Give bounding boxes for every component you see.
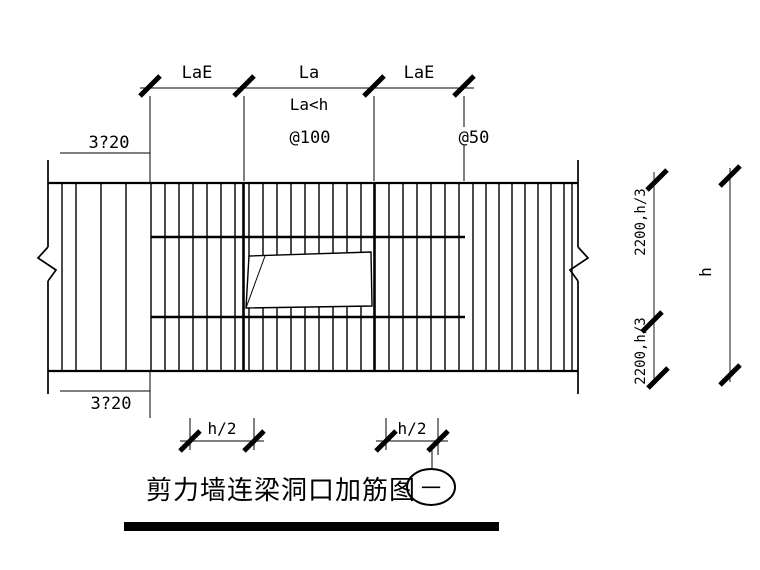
- dim-label-la-lt-h: La<h: [290, 95, 329, 114]
- dim-h2-left: [178, 418, 266, 453]
- title-underline-bar: [124, 522, 499, 531]
- break-symbol-right: [568, 246, 590, 282]
- bottom-rebar-label: 3?20: [91, 394, 132, 414]
- beam-outline: [48, 181, 578, 373]
- dim-label-lae-right: LaE: [404, 63, 435, 83]
- top-rebar-label: 3?20: [89, 133, 130, 153]
- break-symbol-left: [36, 246, 58, 282]
- opening: [245, 251, 373, 309]
- dim-label-h2-left: h/2: [208, 419, 237, 438]
- label-mask-50: [451, 127, 497, 145]
- opening-diagonal: [245, 255, 266, 309]
- right-dimension-lines: [640, 164, 742, 390]
- bottom-rebar-leader: [60, 371, 151, 418]
- spacing-label-50: @50: [459, 128, 490, 148]
- wall-edge-left: [36, 160, 58, 394]
- dim-label-lae-left: LaE: [182, 63, 213, 83]
- dim-label-height-h: h: [696, 267, 715, 277]
- top-dimension-ticks: [138, 74, 476, 98]
- dim-label-la: La: [299, 63, 319, 83]
- dim-label-h2-right: h/2: [398, 419, 427, 438]
- title-circle: [406, 468, 456, 506]
- opening-reinforcement: [151, 183, 465, 371]
- dim-h2-right: [374, 418, 450, 455]
- label-mask-100: [284, 127, 336, 145]
- dim-label-right-upper: 2200,h/3: [633, 188, 649, 255]
- dim-label-right-lower: 2200,h/3: [633, 317, 649, 384]
- drawing-title: 剪力墙连梁洞口加筋图: [146, 476, 416, 506]
- spacing-label-100: @100: [290, 128, 331, 148]
- title-number: 一: [421, 476, 441, 500]
- opening-outline: [245, 251, 373, 309]
- wall-edge-right: [568, 160, 590, 394]
